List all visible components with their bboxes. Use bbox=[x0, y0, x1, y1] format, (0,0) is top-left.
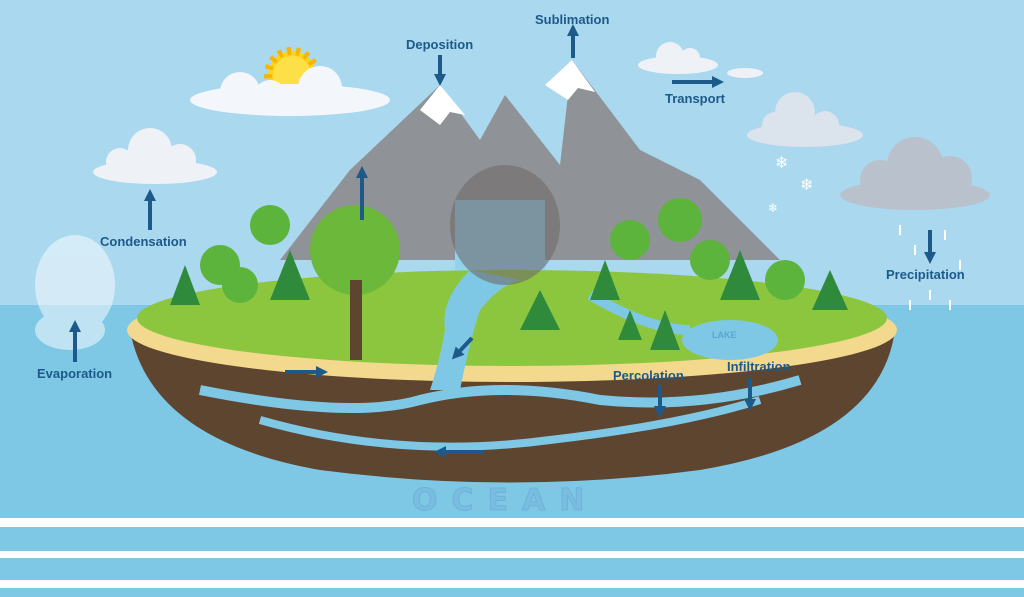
sublimation-label: Sublimation bbox=[535, 12, 609, 27]
rain-cloud-icon bbox=[840, 137, 990, 210]
arrows bbox=[69, 24, 936, 458]
river bbox=[430, 270, 520, 390]
cloud-icon bbox=[93, 128, 217, 184]
lake bbox=[682, 320, 778, 360]
groundwater bbox=[199, 375, 802, 413]
percolation-label: Percolation bbox=[613, 368, 684, 383]
rain-drops bbox=[899, 225, 961, 310]
runoff-arrow bbox=[451, 336, 474, 360]
svg-text:❄: ❄ bbox=[768, 201, 778, 215]
stream bbox=[587, 290, 691, 335]
rock bbox=[450, 165, 560, 285]
stripe bbox=[0, 518, 1024, 527]
transport-label: Transport bbox=[665, 91, 726, 106]
precipitation-label: Precipitation bbox=[886, 267, 965, 282]
stripe bbox=[0, 551, 1024, 558]
svg-text:❄: ❄ bbox=[775, 153, 788, 172]
trees bbox=[170, 198, 848, 360]
ocean-label: OCEAN bbox=[412, 483, 598, 518]
cloud-icon bbox=[638, 42, 763, 78]
mountains bbox=[280, 60, 780, 260]
lake-label: LAKE bbox=[712, 330, 737, 340]
evaporation-label: Evaporation bbox=[37, 366, 112, 381]
deposition-label: Deposition bbox=[406, 37, 473, 52]
svg-text:❄: ❄ bbox=[800, 175, 813, 194]
cloud-icon bbox=[190, 66, 390, 116]
big-tree bbox=[310, 205, 400, 295]
stripe bbox=[0, 580, 1024, 588]
groundwater bbox=[258, 396, 762, 451]
cloud-icon bbox=[747, 92, 863, 147]
infiltration-label: Infiltration bbox=[727, 359, 791, 374]
condensation-label: Condensation bbox=[100, 234, 187, 249]
snowflake-icon: ❄ ❄ ❄ bbox=[768, 153, 813, 215]
